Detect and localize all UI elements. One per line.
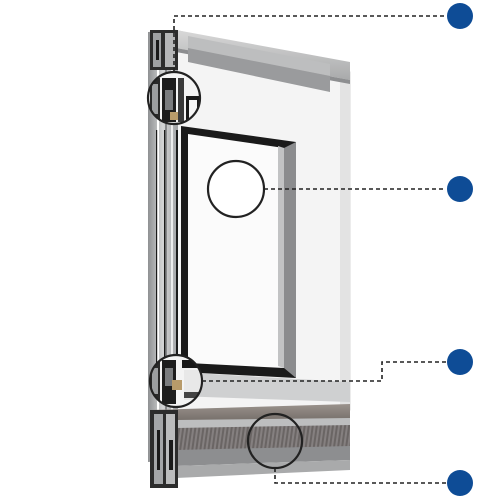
callout-dot-middle[interactable]	[447, 349, 473, 375]
magnifier-glazing	[206, 159, 266, 219]
glass-left-rails	[156, 130, 178, 370]
left-stile	[148, 30, 178, 462]
callout-dots	[447, 3, 473, 496]
bottom-rail	[150, 404, 350, 488]
callout-dot-glazing[interactable]	[447, 176, 473, 202]
door-panel-edge	[340, 70, 350, 412]
callout-dot-bottom[interactable]	[447, 470, 473, 496]
callout-dot-top[interactable]	[447, 3, 473, 29]
magnifier-middle	[148, 353, 204, 409]
leader-line-bottom	[274, 468, 446, 484]
leader-line-top	[173, 15, 446, 72]
leader-lines	[173, 15, 446, 484]
magnifier-top	[146, 70, 202, 126]
leader-line-middle	[202, 361, 446, 382]
transom-rail	[176, 372, 350, 402]
